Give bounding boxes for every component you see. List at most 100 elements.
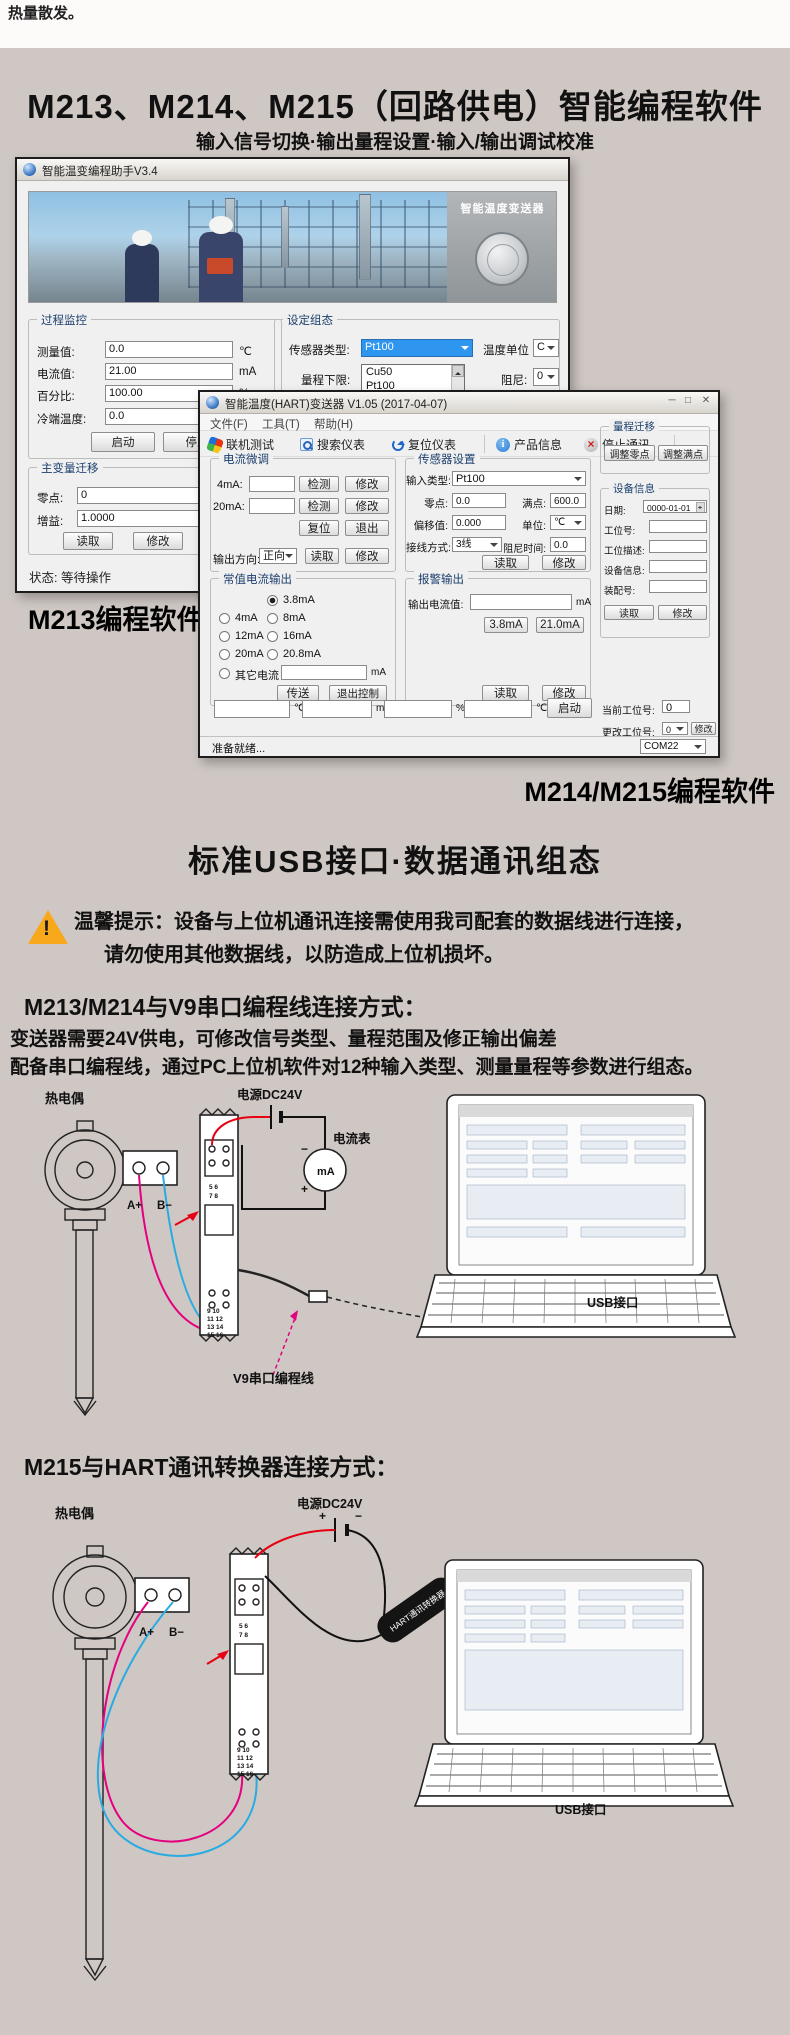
- date-input[interactable]: 0000-01-01: [643, 500, 707, 513]
- menu-help[interactable]: 帮助(H): [314, 419, 353, 431]
- read-button[interactable]: 读取: [63, 532, 113, 550]
- temp-unit-combo[interactable]: C: [533, 339, 559, 357]
- toolbar-search-meter[interactable]: 搜索仪表: [300, 436, 365, 453]
- damping-combo[interactable]: 0: [533, 368, 559, 386]
- menu-file[interactable]: 文件(F): [210, 419, 248, 431]
- read-button[interactable]: 读取: [482, 555, 529, 570]
- menu-tools[interactable]: 工具(T): [262, 419, 300, 431]
- radio-20.8ma[interactable]: [267, 649, 278, 660]
- alarm-high-button[interactable]: 21.0mA: [536, 617, 584, 633]
- send-button[interactable]: 传送: [277, 685, 319, 701]
- radio-20ma[interactable]: [219, 649, 230, 660]
- device-info-input[interactable]: [649, 560, 707, 573]
- bottom-input-3[interactable]: [384, 700, 452, 718]
- field-label: 4mA:: [217, 479, 243, 491]
- start-button[interactable]: 启动: [547, 698, 592, 718]
- thermocouple-art: [52, 1545, 190, 1982]
- group-label: 常值电流输出: [219, 571, 296, 587]
- bottom-input-4[interactable]: [464, 700, 532, 718]
- plus-label: +: [301, 1182, 308, 1196]
- modify-button[interactable]: 修改: [658, 605, 707, 620]
- adjust-full-button[interactable]: 调整满点: [658, 445, 708, 461]
- terminal-numbers: 13 14: [207, 1324, 224, 1331]
- maximize-icon[interactable]: □: [684, 395, 692, 406]
- modify-button[interactable]: 修改: [133, 532, 183, 550]
- read-button[interactable]: 读取: [305, 548, 339, 564]
- other-current-input[interactable]: [281, 665, 367, 680]
- full-scale-input[interactable]: 600.0: [550, 493, 586, 508]
- radio-12ma[interactable]: [219, 631, 230, 642]
- trim-4ma-input[interactable]: [249, 476, 295, 492]
- offset-input[interactable]: 0.000: [452, 515, 506, 530]
- toolbar-product-info[interactable]: 产品信息: [496, 436, 562, 453]
- input-type-combo[interactable]: Pt100: [452, 471, 586, 486]
- read-button[interactable]: 读取: [604, 605, 654, 620]
- radio-8ma[interactable]: [267, 613, 278, 624]
- alarm-low-button[interactable]: 3.8mA: [484, 617, 528, 633]
- exit-control-button[interactable]: 退出控制: [329, 685, 387, 701]
- current-value-input[interactable]: 21.00: [105, 363, 233, 380]
- modify-button[interactable]: 修改: [542, 685, 586, 701]
- worker-figure: [125, 230, 159, 302]
- output-direction-combo[interactable]: 正向: [259, 548, 297, 564]
- minimize-icon[interactable]: ─: [668, 395, 676, 406]
- toolbar-reset-meter[interactable]: 复位仪表: [392, 436, 456, 453]
- combo-value: 正向: [263, 550, 285, 562]
- field-label: 输入类型:: [406, 475, 451, 487]
- check-button[interactable]: 检测: [299, 476, 339, 492]
- modify-button[interactable]: 修改: [345, 476, 389, 492]
- window1-titlebar[interactable]: 智能温变编程助手V3.4: [17, 159, 568, 181]
- com-port-combo[interactable]: COM22: [640, 739, 706, 754]
- modify-button[interactable]: 修改: [345, 498, 389, 514]
- terminal-numbers: 15 16: [237, 1771, 254, 1778]
- group-label: 过程监控: [37, 312, 91, 328]
- change-station-combo[interactable]: 0: [662, 722, 688, 735]
- toolbar-label: 复位仪表: [408, 438, 457, 452]
- bottom-input-1[interactable]: [214, 700, 290, 718]
- spinner-icon[interactable]: [696, 502, 705, 512]
- assembly-input[interactable]: [649, 580, 707, 593]
- station-input[interactable]: [649, 520, 707, 533]
- menubar: 文件(F) 工具(T) 帮助(H): [200, 414, 718, 431]
- red-pointer-arrowhead: [187, 1211, 199, 1221]
- date-value: 0000-01-01: [647, 503, 691, 513]
- radio-other-current[interactable]: [219, 668, 230, 679]
- unit-combo[interactable]: ℃: [550, 515, 586, 530]
- reset-button[interactable]: 复位: [299, 520, 339, 536]
- combo-value: ℃: [554, 517, 566, 528]
- field-label: 日期:: [604, 506, 626, 517]
- zero-input[interactable]: 0.0: [452, 493, 506, 508]
- chevron-down-icon: [676, 726, 684, 735]
- start-button[interactable]: 启动: [91, 432, 155, 452]
- transmitter-module-art: [206, 1547, 269, 1781]
- sensor-type-combo[interactable]: Pt100: [361, 339, 473, 357]
- window2-titlebar[interactable]: 智能温度(HART)变送器 V1.05 (2017-04-07) ─ □ ✕: [200, 392, 718, 414]
- scroll-up-icon[interactable]: [452, 365, 464, 377]
- list-item[interactable]: Pt100: [366, 380, 395, 392]
- radio-3.8ma[interactable]: [267, 595, 278, 606]
- wire-a-plus: [101, 1601, 244, 1843]
- modify-button[interactable]: 修改: [345, 548, 389, 564]
- list-item[interactable]: Cu50: [366, 366, 393, 378]
- modify-button[interactable]: 修改: [542, 555, 586, 570]
- radio-4ma[interactable]: [219, 613, 230, 624]
- current-station-input[interactable]: 0: [662, 700, 690, 713]
- check-button[interactable]: 检测: [299, 498, 339, 514]
- read-button[interactable]: 读取: [482, 685, 529, 701]
- adjust-zero-button[interactable]: 调整零点: [604, 445, 655, 461]
- alarm-current-input[interactable]: [470, 594, 572, 610]
- station-desc-input[interactable]: [649, 540, 707, 553]
- banner-image: 智能温度变送器: [28, 191, 557, 303]
- toolbar-online-test[interactable]: 联机测试: [206, 435, 274, 454]
- exit-button[interactable]: 退出: [345, 520, 389, 536]
- terminal-numbers: 9 10: [237, 1747, 250, 1754]
- bottom-input-2[interactable]: [302, 700, 372, 718]
- radio-16ma[interactable]: [267, 631, 278, 642]
- wiring-combo[interactable]: 3线: [452, 537, 502, 552]
- close-icon[interactable]: ✕: [701, 395, 711, 406]
- damping-time-input[interactable]: 0.0: [550, 537, 586, 552]
- field-label: 测量值:: [37, 347, 75, 359]
- change-station-button[interactable]: 修改: [691, 722, 716, 735]
- trim-20ma-input[interactable]: [249, 498, 295, 514]
- measure-value-input[interactable]: 0.0: [105, 341, 233, 358]
